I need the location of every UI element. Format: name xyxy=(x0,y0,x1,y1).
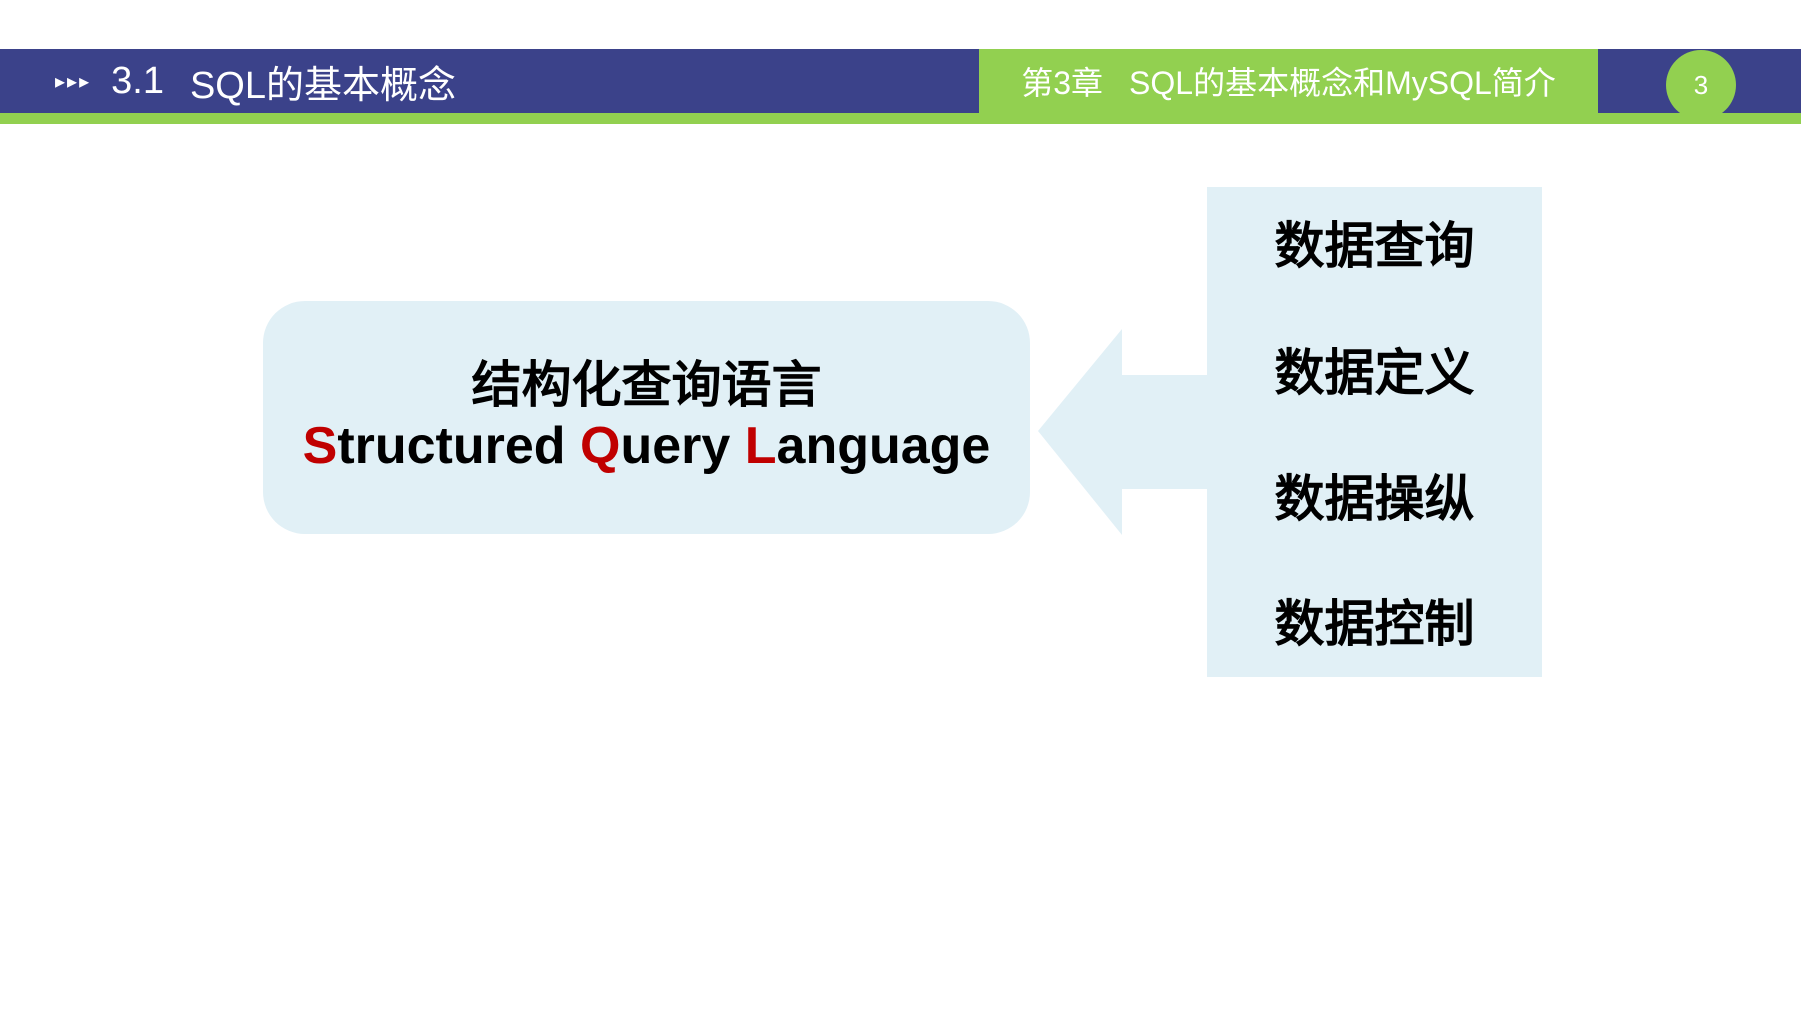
section-title: ▸▸▸ 3.1 SQL的基本概念 xyxy=(55,49,456,113)
chapter-number: 第3章 xyxy=(1021,65,1104,101)
header-underline xyxy=(0,113,1801,124)
letter-l: L xyxy=(744,416,777,475)
sql-function-item: 数据查询 xyxy=(1274,216,1475,275)
word-anguage: anguage xyxy=(776,416,991,475)
sql-function-item: 数据操纵 xyxy=(1274,469,1475,528)
page-number-badge: 3 xyxy=(1666,50,1736,120)
sql-function-item: 数据定义 xyxy=(1274,343,1475,402)
section-title-text: SQL的基本概念 xyxy=(189,64,456,107)
chapter-title: SQL的基本概念和MySQL简介 xyxy=(1129,65,1556,101)
letter-q: Q xyxy=(580,416,621,475)
chapter-label-box: 第3章 SQL的基本概念和MySQL简介 xyxy=(979,49,1598,113)
left-arrow-shape xyxy=(1038,329,1208,535)
section-number: 3.1 xyxy=(111,59,164,102)
word-uery: uery xyxy=(620,416,731,475)
page-number: 3 xyxy=(1693,69,1709,100)
sql-function-item: 数据控制 xyxy=(1274,594,1475,653)
sql-functions-panel: 数据查询数据定义数据操纵数据控制 xyxy=(1207,187,1542,677)
sql-title-english: Structured Query Language xyxy=(303,416,991,476)
sql-definition-box: 结构化查询语言 Structured Query Language xyxy=(263,301,1030,534)
letter-s: S xyxy=(302,416,338,475)
word-tructured: tructured xyxy=(337,416,566,475)
triple-arrow-icon: ▸▸▸ xyxy=(55,70,92,93)
sql-title-chinese: 结构化查询语言 xyxy=(471,354,822,414)
